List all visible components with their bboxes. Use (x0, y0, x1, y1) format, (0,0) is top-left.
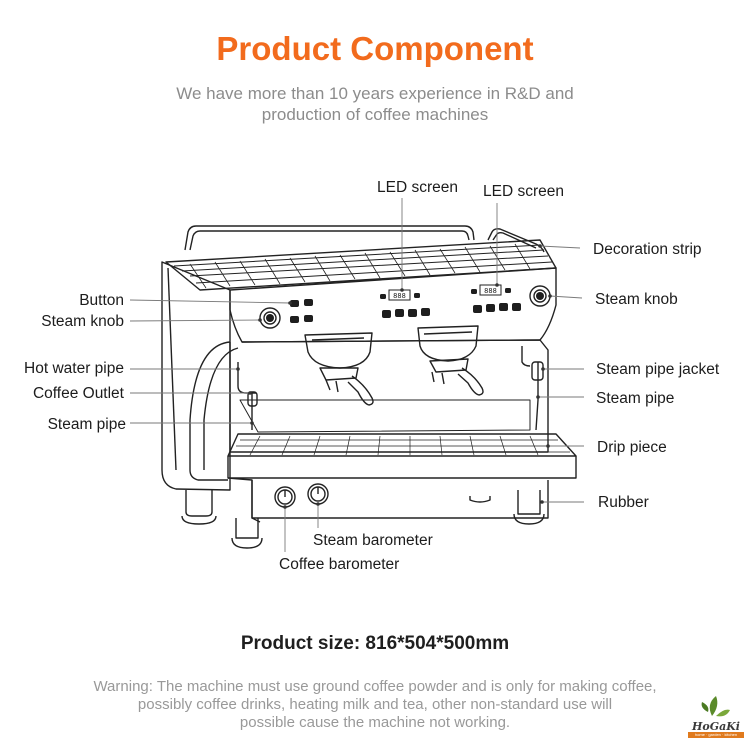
control-buttons: 888 888 (266, 284, 544, 323)
warning-line-1: Warning: The machine must use ground cof… (93, 678, 657, 695)
steam-knob-left-drawing (259, 307, 281, 329)
machine-body-side (161, 261, 231, 491)
machine-front (229, 339, 549, 453)
machine-drawing (161, 225, 577, 549)
label-steam-knob-right: Steam knob (595, 291, 678, 308)
back-panel (239, 399, 531, 433)
svg-text:888: 888 (393, 292, 406, 300)
label-hot-water-pipe: Hot water pipe (24, 360, 124, 377)
subtitle-line-1: We have more than 10 years experience in… (176, 84, 574, 103)
label-led-screen-1: LED screen (377, 179, 458, 196)
warning-line-3: possible cause the machine not working. (239, 714, 511, 731)
leaf-icon (701, 696, 730, 717)
leader-steam-knob-right (549, 295, 583, 299)
label-button: Button (79, 292, 124, 309)
logo-name: HoGaKi (692, 720, 740, 733)
label-coffee-barometer: Coffee barometer (279, 556, 400, 573)
decoration-strip-rail (487, 228, 545, 253)
leader-decoration-strip (539, 245, 581, 249)
steam-pipe-right (535, 362, 539, 431)
rubber-foot-right (517, 490, 541, 515)
product-size: Product size: 816*504*500mm (240, 633, 510, 654)
rubber-foot-left-back (185, 490, 213, 517)
subtitle-line-2: production of coffee machines (261, 105, 489, 124)
label-led-screen-2: LED screen (483, 183, 564, 200)
leader-lines (129, 198, 584, 552)
warning-line-2: possibly coffee drinks, heating milk and… (137, 696, 613, 713)
label-rubber: Rubber (598, 494, 649, 511)
drip-tray (227, 433, 577, 457)
label-steam-knob-left: Steam knob (41, 313, 124, 330)
leader-steam-knob-left (129, 319, 261, 322)
label-decoration-strip: Decoration strip (593, 241, 702, 258)
leader-dots (236, 244, 552, 509)
rubber-foot-left-front (235, 518, 259, 539)
label-steam-pipe-left: Steam pipe (47, 416, 126, 433)
hot-water-pipe (237, 362, 256, 394)
top-rail (184, 225, 475, 251)
page-title: Product Component (216, 30, 534, 67)
brand-logo: HoGaKi home · garden · kitchen (686, 690, 746, 740)
label-steam-pipe-right: Steam pipe (596, 390, 675, 407)
warning-text: Warning: The machine must use ground cof… (60, 678, 690, 732)
portafilter-left (319, 367, 359, 381)
logo-tagline: home · garden · kitchen (688, 732, 744, 738)
label-steam-barometer: Steam barometer (313, 532, 433, 549)
group-head-right (417, 325, 479, 362)
leader-button (129, 299, 291, 304)
label-drip-piece: Drip piece (597, 439, 667, 456)
page-subtitle: We have more than 10 years experience in… (150, 83, 600, 125)
label-coffee-outlet: Coffee Outlet (32, 385, 124, 402)
label-steam-pipe-jacket: Steam pipe jacket (596, 361, 720, 378)
steam-pipe-jacket (531, 361, 544, 381)
machine-base (227, 477, 549, 519)
svg-text:888: 888 (484, 287, 497, 295)
